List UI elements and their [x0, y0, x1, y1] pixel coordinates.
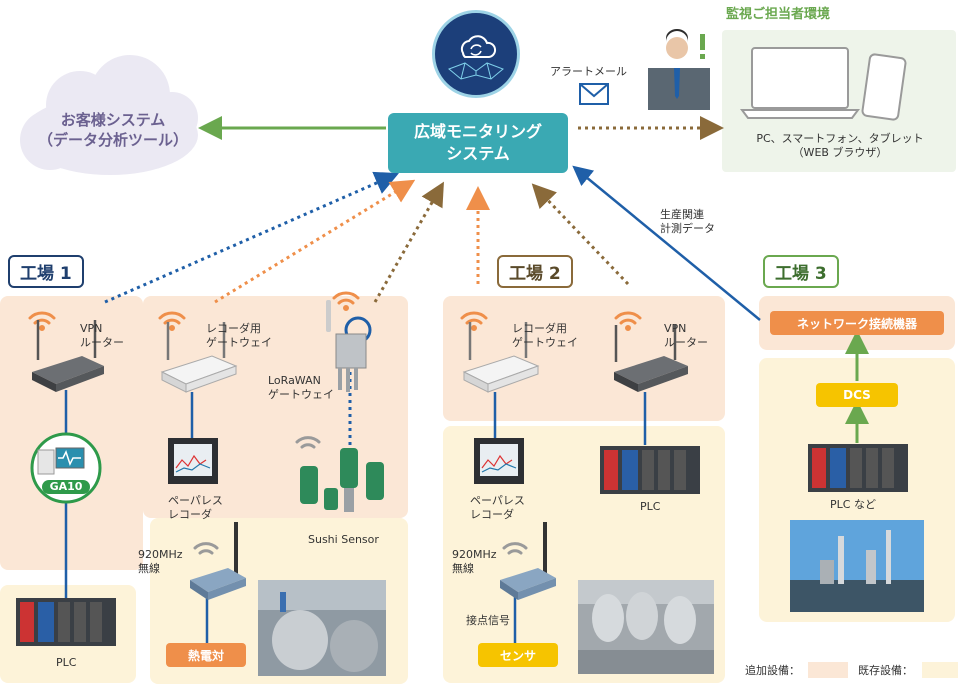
vpn-router-icon [32, 320, 104, 392]
f2-plc-label: PLC [640, 500, 661, 513]
sushi-sensor-icon [300, 448, 384, 512]
link-f1-vpn [104, 171, 399, 304]
factory1-label: 工場 1 [8, 255, 84, 288]
vpn-router-icon-2 [614, 325, 688, 392]
legend-existing-label: 既存設備： [858, 664, 913, 677]
wifi-icon [28, 291, 642, 331]
plc-icon-2 [600, 446, 700, 494]
production-data-label: 生産関連 計測データ [660, 208, 715, 235]
contact-signal-label: 接点信号 [466, 614, 510, 627]
factory3-label: 工場 3 [763, 255, 839, 288]
lorawan-gateway-icon [326, 300, 372, 392]
f1-gateway-label: レコーダ用ゲートウェイ [206, 322, 272, 349]
sushi-sensor-label: Sushi Sensor [308, 533, 379, 546]
link-f2-vpn [531, 183, 630, 286]
wifi-gray-icon [193, 436, 528, 555]
recorder-gateway-icon-2 [462, 322, 540, 393]
monitoring-system-box[interactable]: 広域モニタリング システム [388, 113, 568, 173]
factory2-photo [578, 580, 714, 674]
wireless-module-icon [190, 522, 246, 600]
factory3-photo [790, 520, 924, 612]
ga10-icon [30, 432, 102, 504]
wireless-module-icon-2 [500, 522, 556, 600]
customer-system-label: お客様システム （データ分析ツール） [38, 111, 189, 149]
factory1-photo [258, 580, 386, 676]
recorder-gateway-icon [160, 322, 238, 393]
plc-icon-3 [808, 444, 908, 492]
sensor-box: センサ [478, 643, 558, 667]
f2-gateway-label: レコーダ用ゲートウェイ [512, 322, 578, 349]
f1-plc-label: PLC [56, 656, 77, 669]
cloud-globe-icon [432, 10, 520, 98]
network-device-box: ネットワーク接続機器 [770, 311, 944, 335]
f2-recorder-label: ペーパレスレコーダ [470, 494, 525, 521]
legend-added-label: 追加設備： [745, 664, 800, 677]
f3-plc-label: PLC など [830, 498, 876, 511]
legend-added-swatch [808, 662, 848, 678]
dcs-box: DCS [816, 383, 898, 407]
alert-mail-label: アラートメール [550, 65, 627, 78]
thermocouple-box: 熱電対 [166, 643, 246, 667]
paperless-recorder-icon-2 [474, 438, 524, 484]
link-f1-gateway [214, 179, 416, 304]
center-line2: システム [446, 144, 510, 163]
f1-recorder-label: ペーパレスレコーダ [168, 494, 223, 521]
plc-icon [16, 598, 116, 646]
link-f3-network [572, 165, 761, 321]
factory2-added-region [443, 296, 725, 421]
center-line1: 広域モニタリング [413, 122, 542, 141]
factory2-label: 工場 2 [497, 255, 573, 288]
ga10-label: GA10 [49, 480, 83, 493]
legend-existing-swatch [922, 662, 958, 678]
paperless-recorder-icon [168, 438, 218, 484]
monitor-title: 監視ご担当者環境 [726, 7, 831, 22]
monitor-devices-label: PC、スマートフォン、タブレット （WEB ブラウザ） [756, 132, 924, 159]
link-f1-lorawan [373, 181, 444, 303]
